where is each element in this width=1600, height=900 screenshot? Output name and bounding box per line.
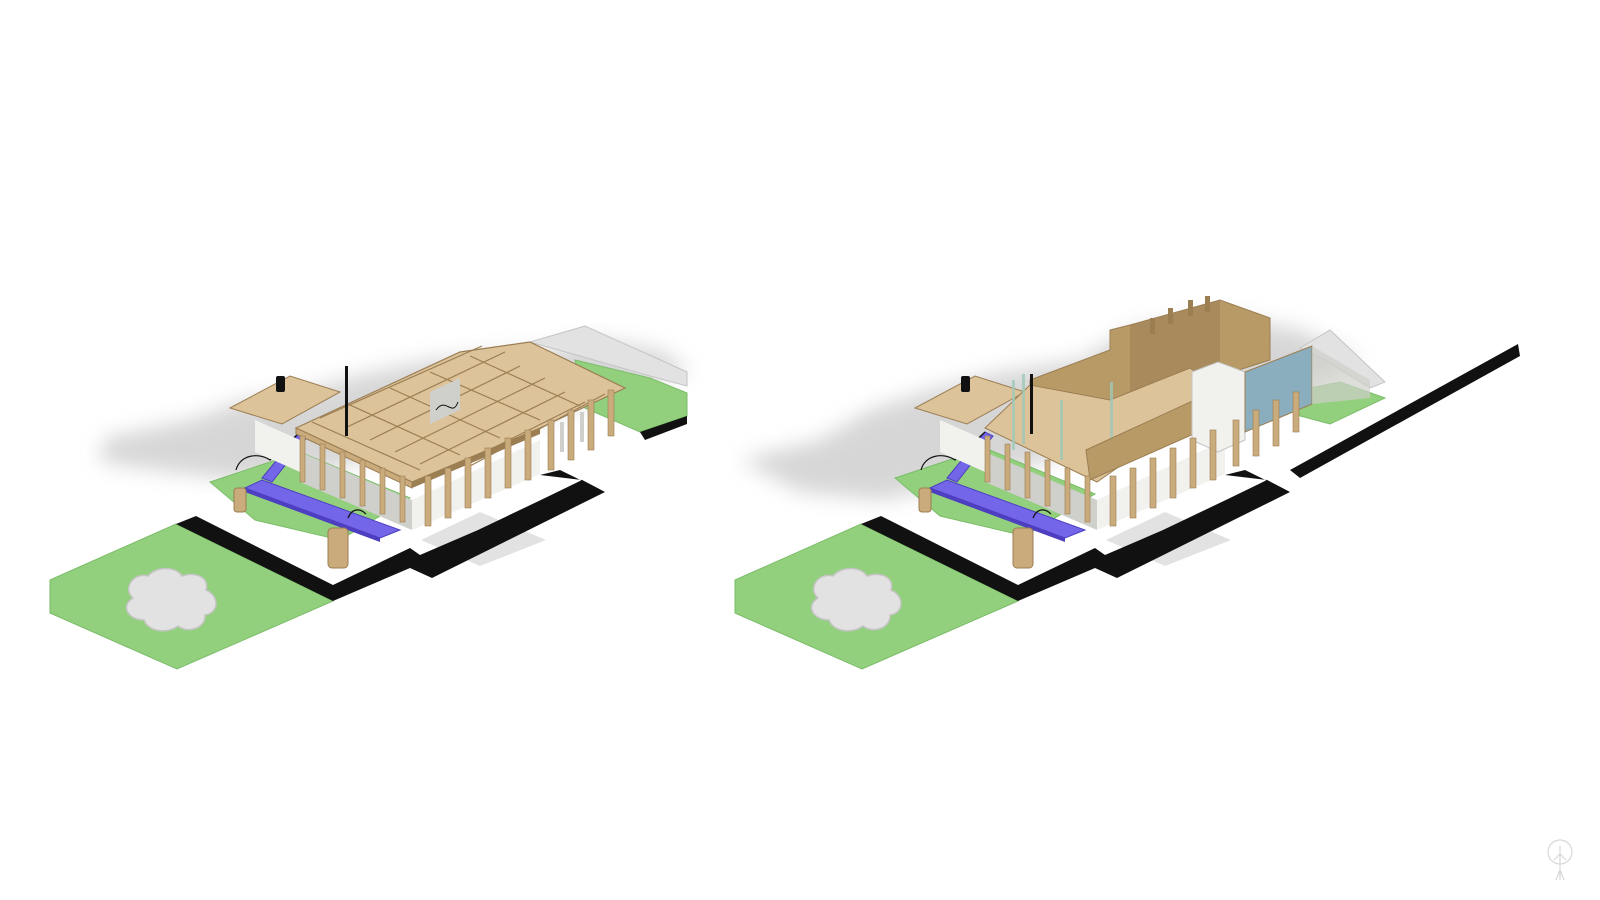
framing-stage-panel	[49, 325, 690, 670]
timber-frame	[228, 341, 627, 527]
site-outline	[176, 416, 687, 601]
logo-mark-icon	[1547, 839, 1573, 881]
enclosed-volume	[913, 296, 1370, 527]
enclosed-stage-panel	[734, 296, 1520, 670]
site-outline	[861, 344, 1520, 601]
